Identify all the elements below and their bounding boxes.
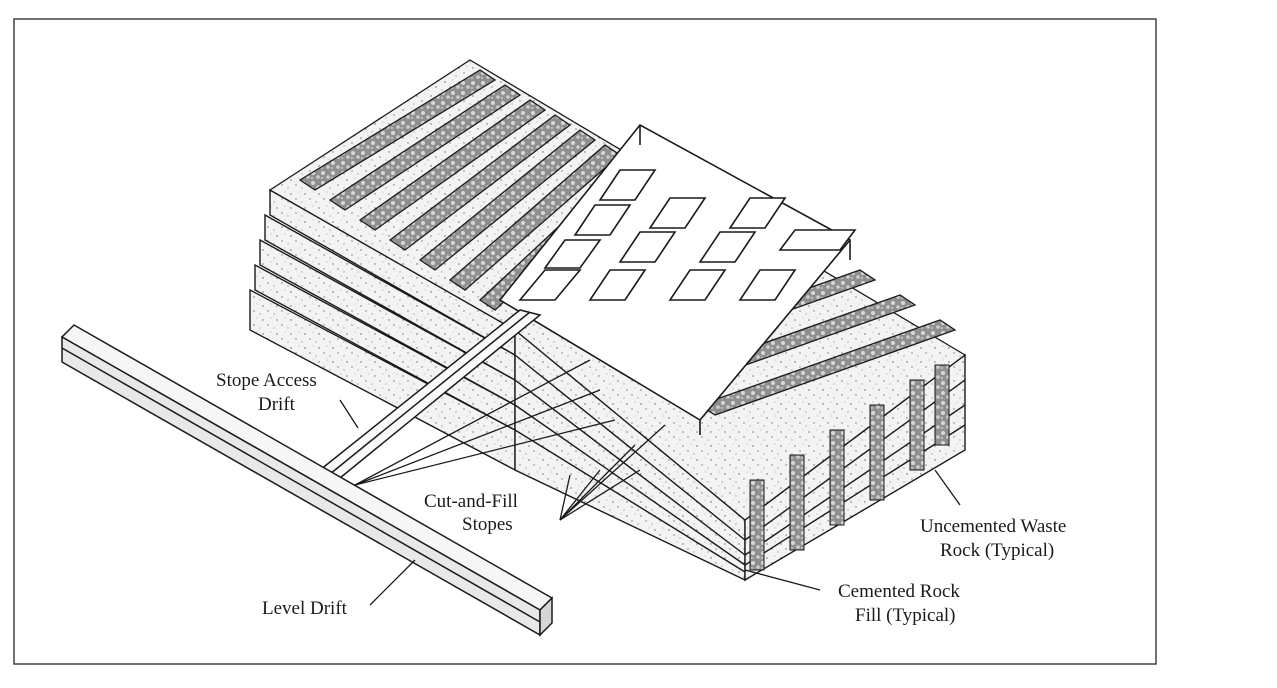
- leader-lines: [339, 359, 961, 606]
- labels: Stope Access Drift Cut-and-Fill Stopes L…: [216, 370, 1066, 626]
- stope-slab-stack: [249, 188, 966, 582]
- label-level-drift: Level Drift: [262, 598, 348, 619]
- stope-access-grid: [498, 123, 857, 435]
- level-drift: [60, 324, 554, 637]
- label-cemented-rock-2: Fill (Typical): [855, 605, 956, 626]
- label-stope-access-drift: Stope Access: [216, 370, 317, 391]
- label-uncemented-waste: Uncemented Waste: [920, 516, 1066, 537]
- label-uncemented-waste-2: Rock (Typical): [940, 540, 1054, 561]
- rock-columns: [749, 364, 950, 571]
- label-cut-and-fill-2: Stopes: [462, 514, 513, 535]
- label-stope-access-drift-2: Drift: [258, 394, 296, 415]
- label-cemented-rock: Cemented Rock: [838, 581, 960, 602]
- label-cut-and-fill: Cut-and-Fill: [424, 491, 518, 512]
